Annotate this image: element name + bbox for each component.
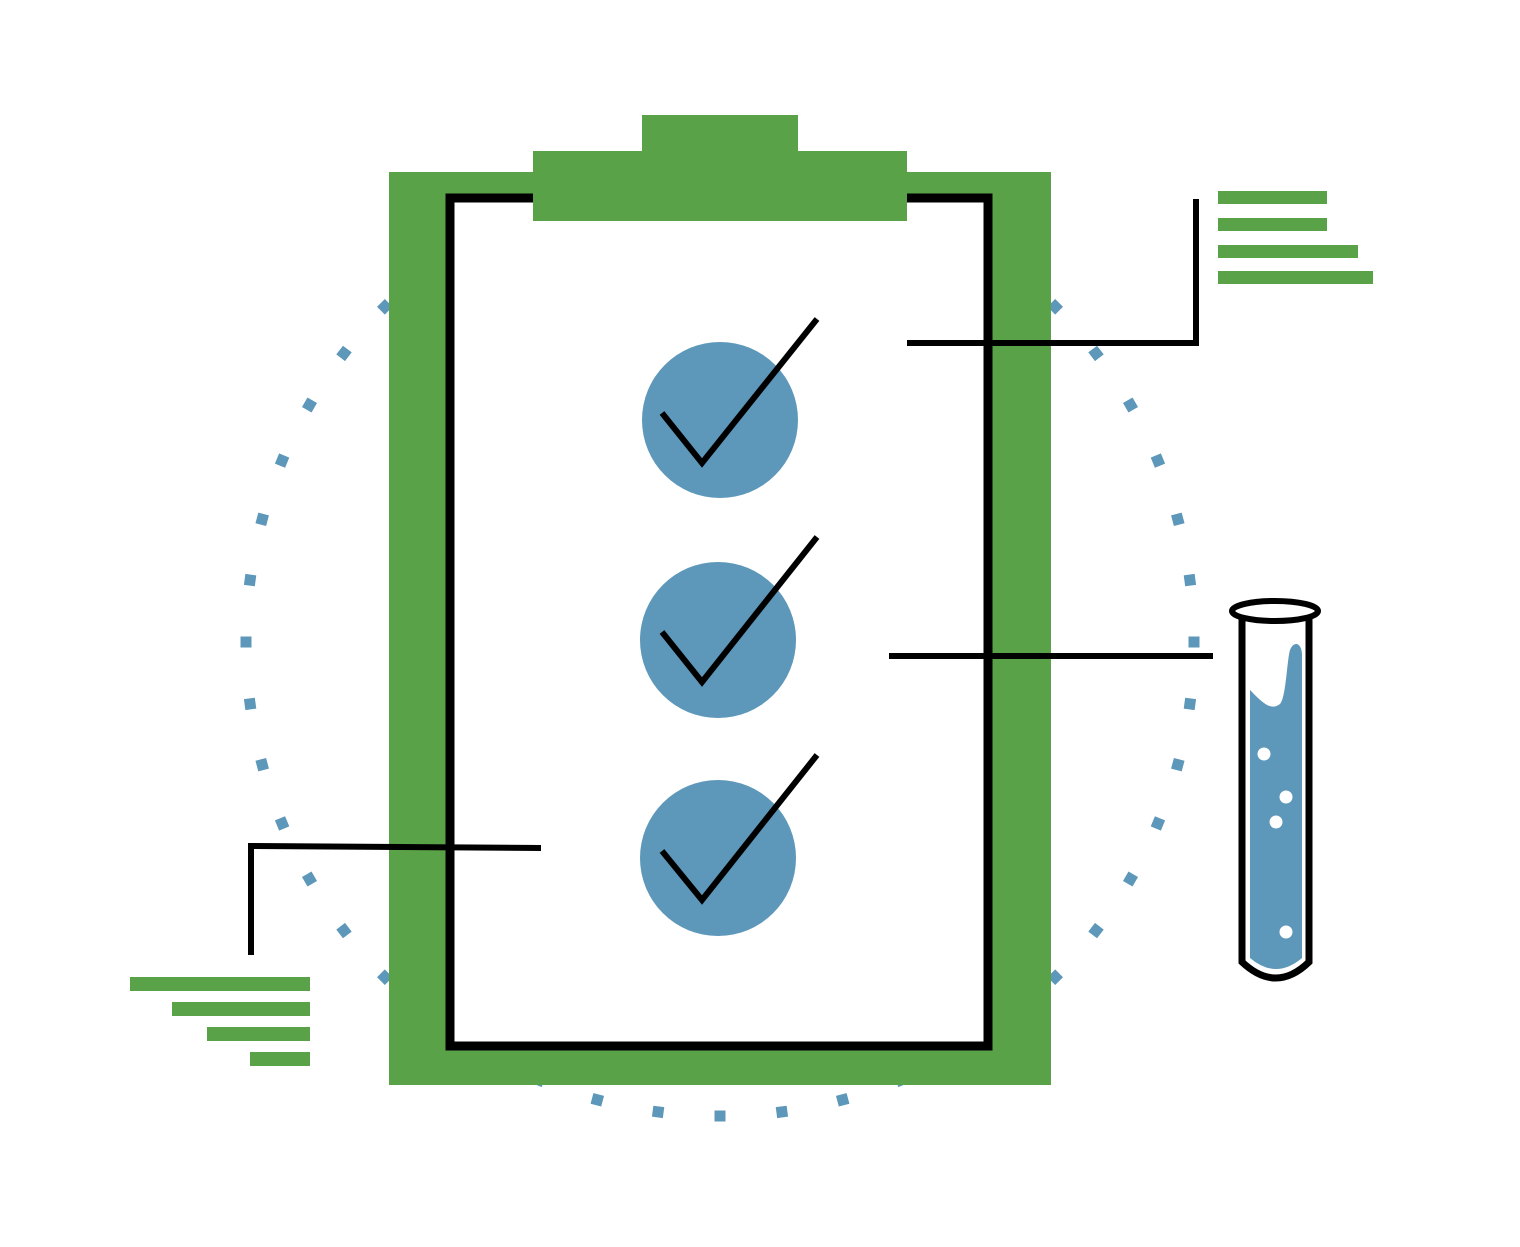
circle-dot [336, 345, 352, 362]
circle-dot [1150, 816, 1166, 831]
clipboard-clip-top [642, 115, 798, 155]
clipboard-clip-base [533, 151, 907, 221]
circle-dot [1047, 969, 1063, 985]
circle-dot [651, 1105, 665, 1119]
circle-dot [301, 397, 318, 413]
circle-dot [274, 453, 290, 468]
circle-dot [1183, 573, 1197, 587]
circle-dot [301, 871, 318, 887]
circle-dot [1088, 922, 1104, 939]
connector-top-right [907, 199, 1199, 346]
bubble [1279, 925, 1293, 939]
circle-dot [1183, 697, 1197, 711]
circle-dot [714, 1110, 726, 1122]
circle-dot [1088, 345, 1104, 362]
bubble [1279, 790, 1293, 804]
check-item-3 [640, 753, 820, 936]
text-lines-icon [130, 977, 310, 1066]
test-tube-rim [1229, 598, 1321, 624]
circle-dot [1171, 512, 1185, 527]
checklist [640, 317, 820, 936]
check-circle [640, 780, 796, 936]
circle-dot [835, 1093, 850, 1107]
circle-dot [1150, 453, 1166, 468]
circle-dot [255, 512, 269, 527]
check-circle [642, 342, 798, 498]
circle-dot [243, 697, 257, 711]
test-tube-icon [1229, 598, 1321, 982]
circle-dot [243, 573, 257, 587]
circle-dot [274, 816, 290, 831]
checkmark-icon [659, 317, 820, 468]
circle-dot [255, 757, 269, 772]
text-lines-icon [1218, 191, 1373, 284]
circle-dot [240, 636, 252, 648]
check-item-2 [640, 535, 820, 718]
circle-dot [1188, 636, 1200, 648]
circle-dot [336, 922, 352, 939]
circle-dot [1171, 757, 1185, 772]
connector-bottom-left [248, 842, 542, 955]
circle-dot [590, 1093, 605, 1107]
check-circle [640, 562, 796, 718]
bubble [1257, 747, 1271, 761]
circle-dot [1122, 397, 1139, 413]
checkmark-icon [659, 753, 820, 905]
test-tube-liquid [1250, 643, 1302, 969]
circle-dot [1122, 871, 1139, 887]
checkmark-icon [659, 535, 820, 687]
check-item-1 [642, 317, 820, 498]
circle-dot [1047, 299, 1063, 315]
bubble [1269, 815, 1283, 829]
connector-lines [248, 199, 1213, 955]
circle-dot [775, 1105, 789, 1119]
